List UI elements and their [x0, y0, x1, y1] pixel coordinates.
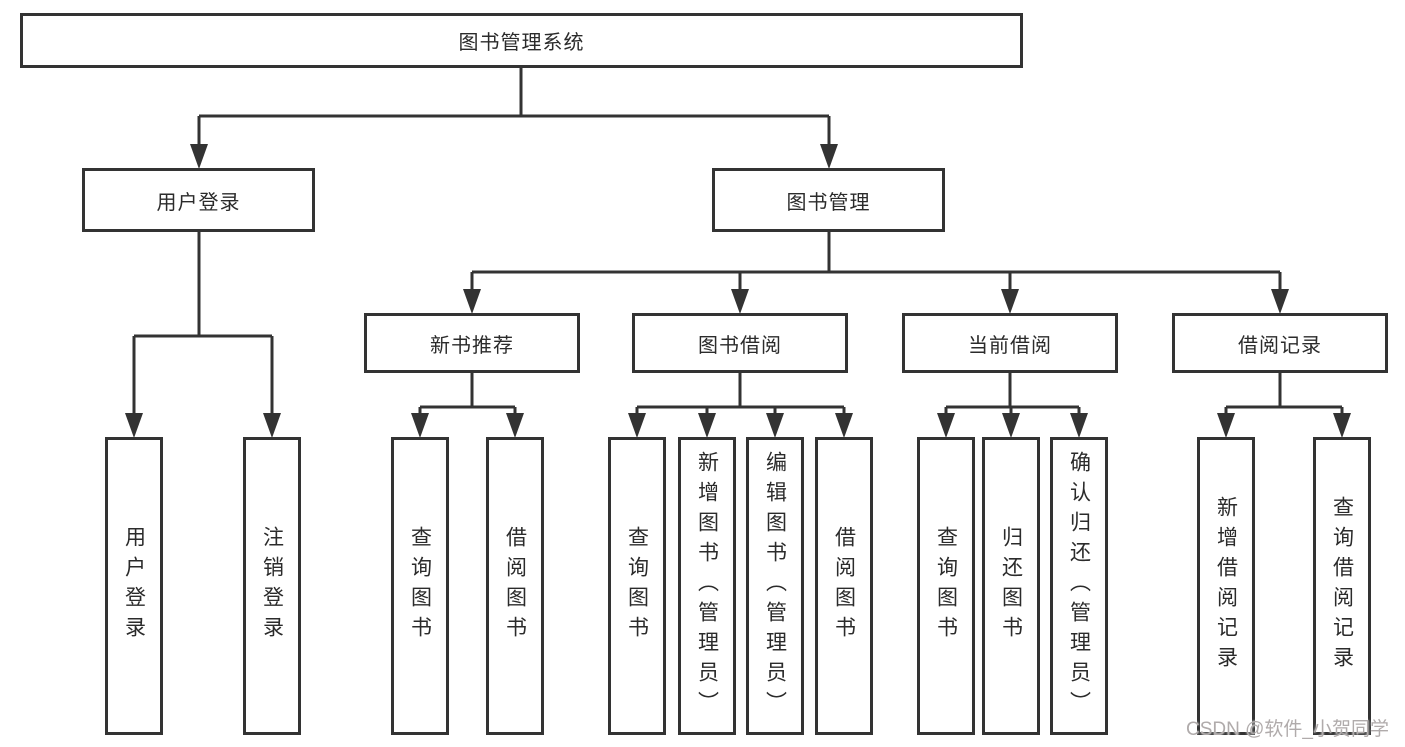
node-current-borrowing: 当前借阅 [902, 313, 1118, 373]
leaf-query-borrow-record: 查询借阅记录 [1313, 437, 1371, 735]
leaf-return-books: 归还图书 [982, 437, 1040, 735]
node-borrowing-records: 借阅记录 [1172, 313, 1388, 373]
leaf-logout: 注销登录 [243, 437, 301, 735]
leaf-add-book-admin: 新增图书（管理员） [678, 437, 736, 735]
node-book-borrowing: 图书借阅 [632, 313, 848, 373]
leaf-query-books-recommend: 查询图书 [391, 437, 449, 735]
node-root: 图书管理系统 [20, 13, 1023, 68]
node-new-book-recommend: 新书推荐 [364, 313, 580, 373]
leaf-query-books-current: 查询图书 [917, 437, 975, 735]
leaf-query-books-borrowing: 查询图书 [608, 437, 666, 735]
leaf-confirm-return-admin: 确认归还（管理员） [1050, 437, 1108, 735]
leaf-edit-book-admin: 编辑图书（管理员） [746, 437, 804, 735]
leaf-borrow-books-borrowing: 借阅图书 [815, 437, 873, 735]
node-book-management-branch: 图书管理 [712, 168, 945, 232]
leaf-add-borrow-record: 新增借阅记录 [1197, 437, 1255, 735]
node-user-login-branch: 用户登录 [82, 168, 315, 232]
arrowheads [125, 144, 1351, 438]
leaf-borrow-books-recommend: 借阅图书 [486, 437, 544, 735]
csdn-watermark: CSDN @软件_小贺同学 [1186, 719, 1389, 740]
leaf-user-login: 用户登录 [105, 437, 163, 735]
